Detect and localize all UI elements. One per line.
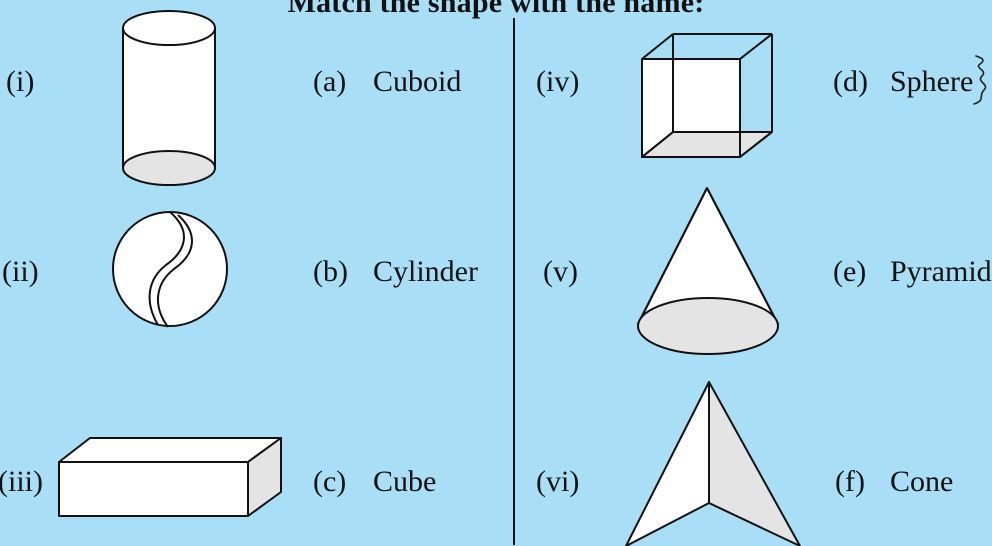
item-numeral-iii: (iii) <box>0 465 43 498</box>
page-title: Match the shape with the name: <box>287 0 705 19</box>
name-text-a: Cuboid <box>373 65 462 98</box>
name-text-d: Sphere <box>890 65 974 98</box>
cuboid-shape <box>58 437 282 517</box>
decorative-squiggle-icon <box>973 55 987 105</box>
name-letter-a: (a) <box>313 65 347 98</box>
name-text-b: Cylinder <box>373 255 478 288</box>
cube-shape <box>641 33 773 158</box>
name-letter-d: (d) <box>833 65 868 98</box>
pyramid-shape <box>625 381 801 546</box>
cone-shape <box>637 187 779 355</box>
item-numeral-iv: (iv) <box>536 65 580 98</box>
name-text-c: Cube <box>373 465 437 498</box>
item-numeral-vi: (vi) <box>536 465 580 498</box>
item-numeral-i: (i) <box>6 65 35 98</box>
item-numeral-ii: (ii) <box>2 255 39 288</box>
name-letter-f: (f) <box>835 465 865 498</box>
cylinder-shape <box>122 10 216 186</box>
name-text-f: Cone <box>890 465 954 498</box>
column-divider <box>513 18 515 545</box>
item-numeral-v: (v) <box>543 255 578 288</box>
sphere-shape <box>112 211 228 328</box>
name-letter-b: (b) <box>313 255 348 288</box>
name-letter-c: (c) <box>313 465 347 498</box>
name-letter-e: (e) <box>833 255 867 288</box>
name-text-e: Pyramid <box>890 255 992 288</box>
